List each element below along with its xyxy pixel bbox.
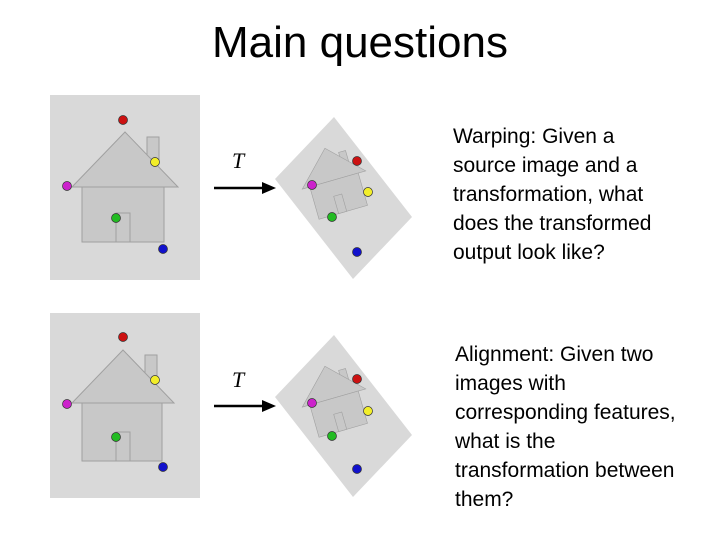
point-red (119, 333, 128, 342)
warped-image-1 (270, 110, 420, 290)
warped-image-2 (270, 328, 420, 508)
point-magenta (308, 399, 317, 408)
point-yellow (364, 407, 373, 416)
point-yellow (151, 376, 160, 385)
slide-title: Main questions (0, 18, 720, 68)
point-magenta (308, 181, 317, 190)
transform-label-2: T (232, 367, 244, 393)
transform-arrow-2 (214, 398, 276, 414)
point-blue (353, 248, 362, 257)
point-red (119, 116, 128, 125)
transform-arrow-1 (214, 180, 276, 196)
point-magenta (63, 182, 72, 191)
point-magenta (63, 400, 72, 409)
warping-description: Warping: Given a source image and a tran… (453, 122, 715, 267)
point-red (353, 375, 362, 384)
point-yellow (151, 158, 160, 167)
point-yellow (364, 188, 373, 197)
transform-label-1: T (232, 148, 244, 174)
point-blue (353, 465, 362, 474)
point-red (353, 157, 362, 166)
point-green (328, 213, 337, 222)
point-green (112, 433, 121, 442)
point-blue (159, 463, 168, 472)
alignment-description: Alignment: Given two images with corresp… (455, 340, 717, 514)
source-image-2 (50, 313, 200, 498)
point-green (328, 432, 337, 441)
source-image-1 (50, 95, 200, 280)
point-blue (159, 245, 168, 254)
point-green (112, 214, 121, 223)
